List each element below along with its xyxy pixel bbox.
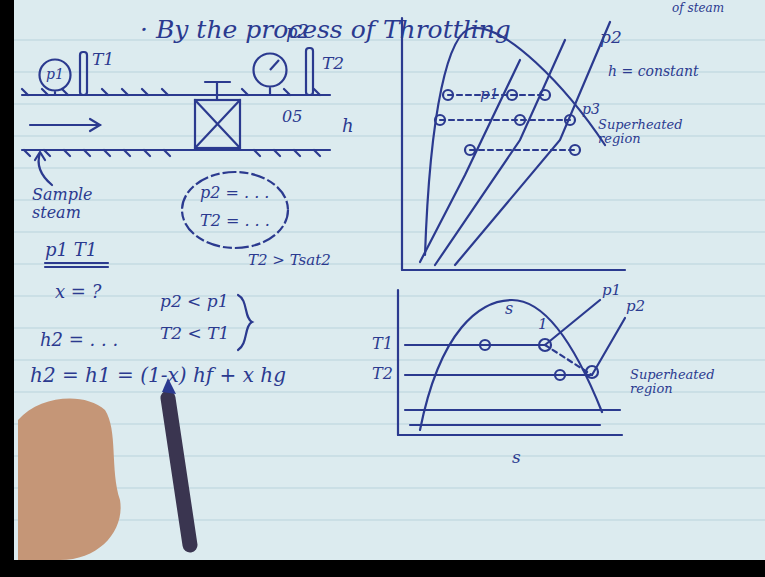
equation: h2 = . . .: [40, 330, 118, 350]
isobar-label: p1: [602, 282, 621, 299]
dryness-fraction: x = ?: [55, 282, 101, 302]
thermometer-label: T2: [322, 54, 344, 73]
node-outline: [180, 170, 290, 250]
video-frame: [0, 0, 14, 577]
h-s-chart: [402, 18, 625, 270]
state-number: 1: [538, 316, 548, 333]
node-label: p2: [286, 22, 309, 42]
unknown-cloud: p2 = . . . T2 = . . .: [180, 170, 290, 250]
equation: h2 = h1 = (1-x) hf + x hg: [30, 364, 286, 386]
thermometer-label: T1: [92, 50, 114, 69]
condition-note: p2 < p1: [160, 292, 228, 311]
axis-label: s: [512, 448, 521, 467]
isobar-label: p3: [582, 102, 600, 117]
isobar-label: p2: [600, 28, 622, 47]
node-outline: [252, 52, 288, 88]
paper-lines: [0, 40, 765, 520]
page-fragment: of steam: [672, 2, 724, 15]
slide-title: · By the process of Throttling: [140, 16, 511, 44]
pressure-gauge: p2: [252, 52, 288, 88]
node-label: p1: [38, 67, 72, 82]
isobar-label: p1: [480, 86, 499, 103]
condition-note: T2 > Tsat2: [248, 252, 331, 269]
region-label: Superheated region: [598, 118, 686, 147]
enthalpy-label: h: [342, 116, 354, 136]
axis-label: s: [505, 300, 513, 318]
pipe-note: 05: [282, 108, 302, 126]
node-label: p2 = . . .: [200, 184, 269, 202]
inlet-note: Sample steam: [32, 186, 122, 221]
temperature-label: T1: [372, 335, 393, 353]
isobar-label: p2: [626, 298, 645, 315]
presenter-hand: [18, 378, 190, 560]
state-note: p1 T1: [45, 240, 97, 260]
pressure-gauge: p1: [38, 58, 72, 92]
line-label: h = constant: [608, 64, 699, 79]
temperature-label: T2: [372, 365, 393, 383]
condition-note: T2 < T1: [160, 324, 229, 343]
throttling-apparatus: [22, 48, 330, 350]
node-body: T2 = . . .: [200, 212, 270, 230]
region-label: Superheated region: [630, 368, 718, 397]
video-frame: [0, 560, 765, 577]
t-s-chart: [398, 290, 625, 435]
